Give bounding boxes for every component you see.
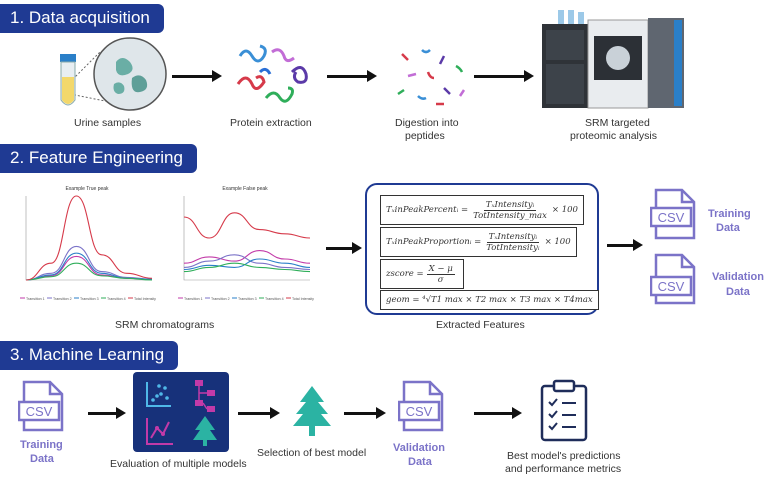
false-peak-legend-label-3: Transition 3: [238, 297, 257, 301]
protein-extraction-label: Protein extraction: [230, 117, 312, 129]
false-peak-chart: Example False peak Transition 1 Transitio…: [178, 186, 314, 301]
section-title-data-acquisition: 1. Data acquisition: [0, 4, 164, 33]
extracted-features-label: Extracted Features: [436, 319, 525, 331]
true-peak-axes: [25, 196, 152, 281]
srm-label-line2: proteomic analysis: [570, 130, 657, 142]
ml-training-csv-icon: CSV: [18, 380, 64, 432]
formula-zscore-denominator: σ: [437, 274, 444, 285]
models-icons: [146, 380, 217, 446]
validation-data-label-line2: Data: [726, 286, 750, 298]
selection-label: Selection of best model: [257, 447, 367, 459]
false-peak-series-2: [183, 254, 311, 271]
validation-csv-text: CSV: [658, 279, 685, 294]
training-csv-text: CSV: [658, 210, 685, 225]
formula-peak-percent-denominator: TotIntensity_max: [473, 210, 547, 221]
urine-samples-label: Urine samples: [74, 117, 142, 129]
srm-label-line1: SRM targeted: [585, 117, 650, 129]
arrow-7: [238, 407, 280, 419]
formula-zscore-lhs: zscore =: [386, 269, 424, 279]
false-peak-legend-label-4: Transition 4: [265, 297, 284, 301]
digestion-label-line1: Digestion into: [395, 117, 459, 129]
true-peak-legend-label-4: Transition 4: [107, 297, 126, 301]
false-peak-series-1: [183, 250, 311, 264]
line-chart-icon: [146, 418, 173, 445]
digestion-label-line2: peptides: [405, 130, 445, 142]
true-peak-series-4: [25, 262, 153, 281]
false-peak-series-3: [183, 258, 311, 271]
false-peak-legend-label-1: Transition 1: [184, 297, 203, 301]
models-panel: [133, 372, 229, 452]
arrow-4: [326, 242, 362, 254]
training-csv-icon: CSV: [650, 188, 696, 240]
ml-validation-csv-text: CSV: [406, 404, 433, 419]
formula-peak-proportion-numerator: TₓIntensityᵢ: [486, 231, 540, 243]
true-peak-chart: Example True peak Transition 1 Transition…: [20, 186, 156, 301]
false-peak-legend-label-5: Total Intensity: [292, 297, 314, 301]
section-title-feature-engineering: 2. Feature Engineering: [0, 144, 197, 173]
arrow-1: [172, 70, 222, 82]
ml-training-label-line2: Data: [30, 453, 54, 465]
validation-data-label-line1: Validation: [712, 271, 764, 283]
validation-csv-icon: CSV: [650, 253, 696, 305]
ml-validation-csv-icon: CSV: [398, 380, 444, 432]
formula-zscore-numerator: X − μ: [426, 263, 455, 275]
true-peak-series-5: [25, 195, 153, 281]
formula-peak-percent-lhs: TₓinPeakPercentᵢ =: [386, 205, 469, 215]
true-peak-legend-label-1: Transition 1: [26, 297, 45, 301]
formula-peak-proportion-denominator: TotIntensityᵢ: [486, 242, 540, 253]
formula-geom: geom = ⁴√T1 max × T2 max × T3 max × T4ma…: [380, 290, 599, 310]
arrow-3: [474, 70, 534, 82]
true-peak-legend-label-2: Transition 2: [53, 297, 72, 301]
decision-tree-icon: [195, 380, 215, 412]
arrow-8: [344, 407, 386, 419]
formula-peak-proportion-tail: × 100: [544, 237, 571, 247]
training-data-label-line2: Data: [716, 222, 740, 234]
urine-sample-icon: [60, 37, 167, 111]
formula-peak-percent-numerator: TₓIntensityᵢ: [483, 199, 537, 211]
evaluation-label: Evaluation of multiple models: [110, 458, 247, 470]
false-peak-axes: [183, 196, 310, 281]
false-peak-legend-label-2: Transition 2: [211, 297, 230, 301]
best-model-tree-icon: [293, 386, 331, 436]
mass-spectrometer-icon: [542, 10, 684, 109]
true-peak-chart-title: Example True peak: [65, 186, 109, 192]
training-data-label-line1: Training: [708, 208, 751, 220]
peptides-icon: [397, 49, 466, 106]
arrow-6: [88, 407, 126, 419]
section-title-machine-learning: 3. Machine Learning: [0, 341, 179, 370]
true-peak-legend-label-3: Transition 3: [80, 297, 99, 301]
arrow-5: [607, 239, 643, 251]
ml-validation-label-line2: Data: [408, 456, 432, 468]
random-forest-icon: [193, 416, 217, 446]
ml-validation-label-line1: Validation: [393, 442, 445, 454]
arrow-2: [327, 70, 377, 82]
arrow-9: [474, 407, 522, 419]
scatter-plot-icon: [146, 382, 171, 407]
false-peak-series-4: [183, 262, 311, 273]
best-predictions-label-line1: Best model's predictions: [507, 450, 621, 462]
false-peak-series-5: [183, 212, 311, 239]
protein-extraction-icon: [236, 44, 308, 103]
srm-chromatograms-label: SRM chromatograms: [115, 319, 215, 331]
best-predictions-label-line2: and performance metrics: [505, 463, 622, 475]
false-peak-chart-title: Example False peak: [222, 186, 268, 192]
true-peak-series-2: [25, 245, 153, 281]
true-peak-legend-label-5: Total Intensity: [134, 297, 156, 301]
formula-peak-percent-tail: × 100: [551, 205, 578, 215]
ml-training-label-line1: Training: [20, 439, 63, 451]
ml-training-csv-text: CSV: [26, 404, 53, 419]
clipboard-checklist-icon: [540, 379, 588, 442]
formula-peak-proportion-lhs: TₓinPeakProportionᵢ =: [386, 237, 482, 247]
